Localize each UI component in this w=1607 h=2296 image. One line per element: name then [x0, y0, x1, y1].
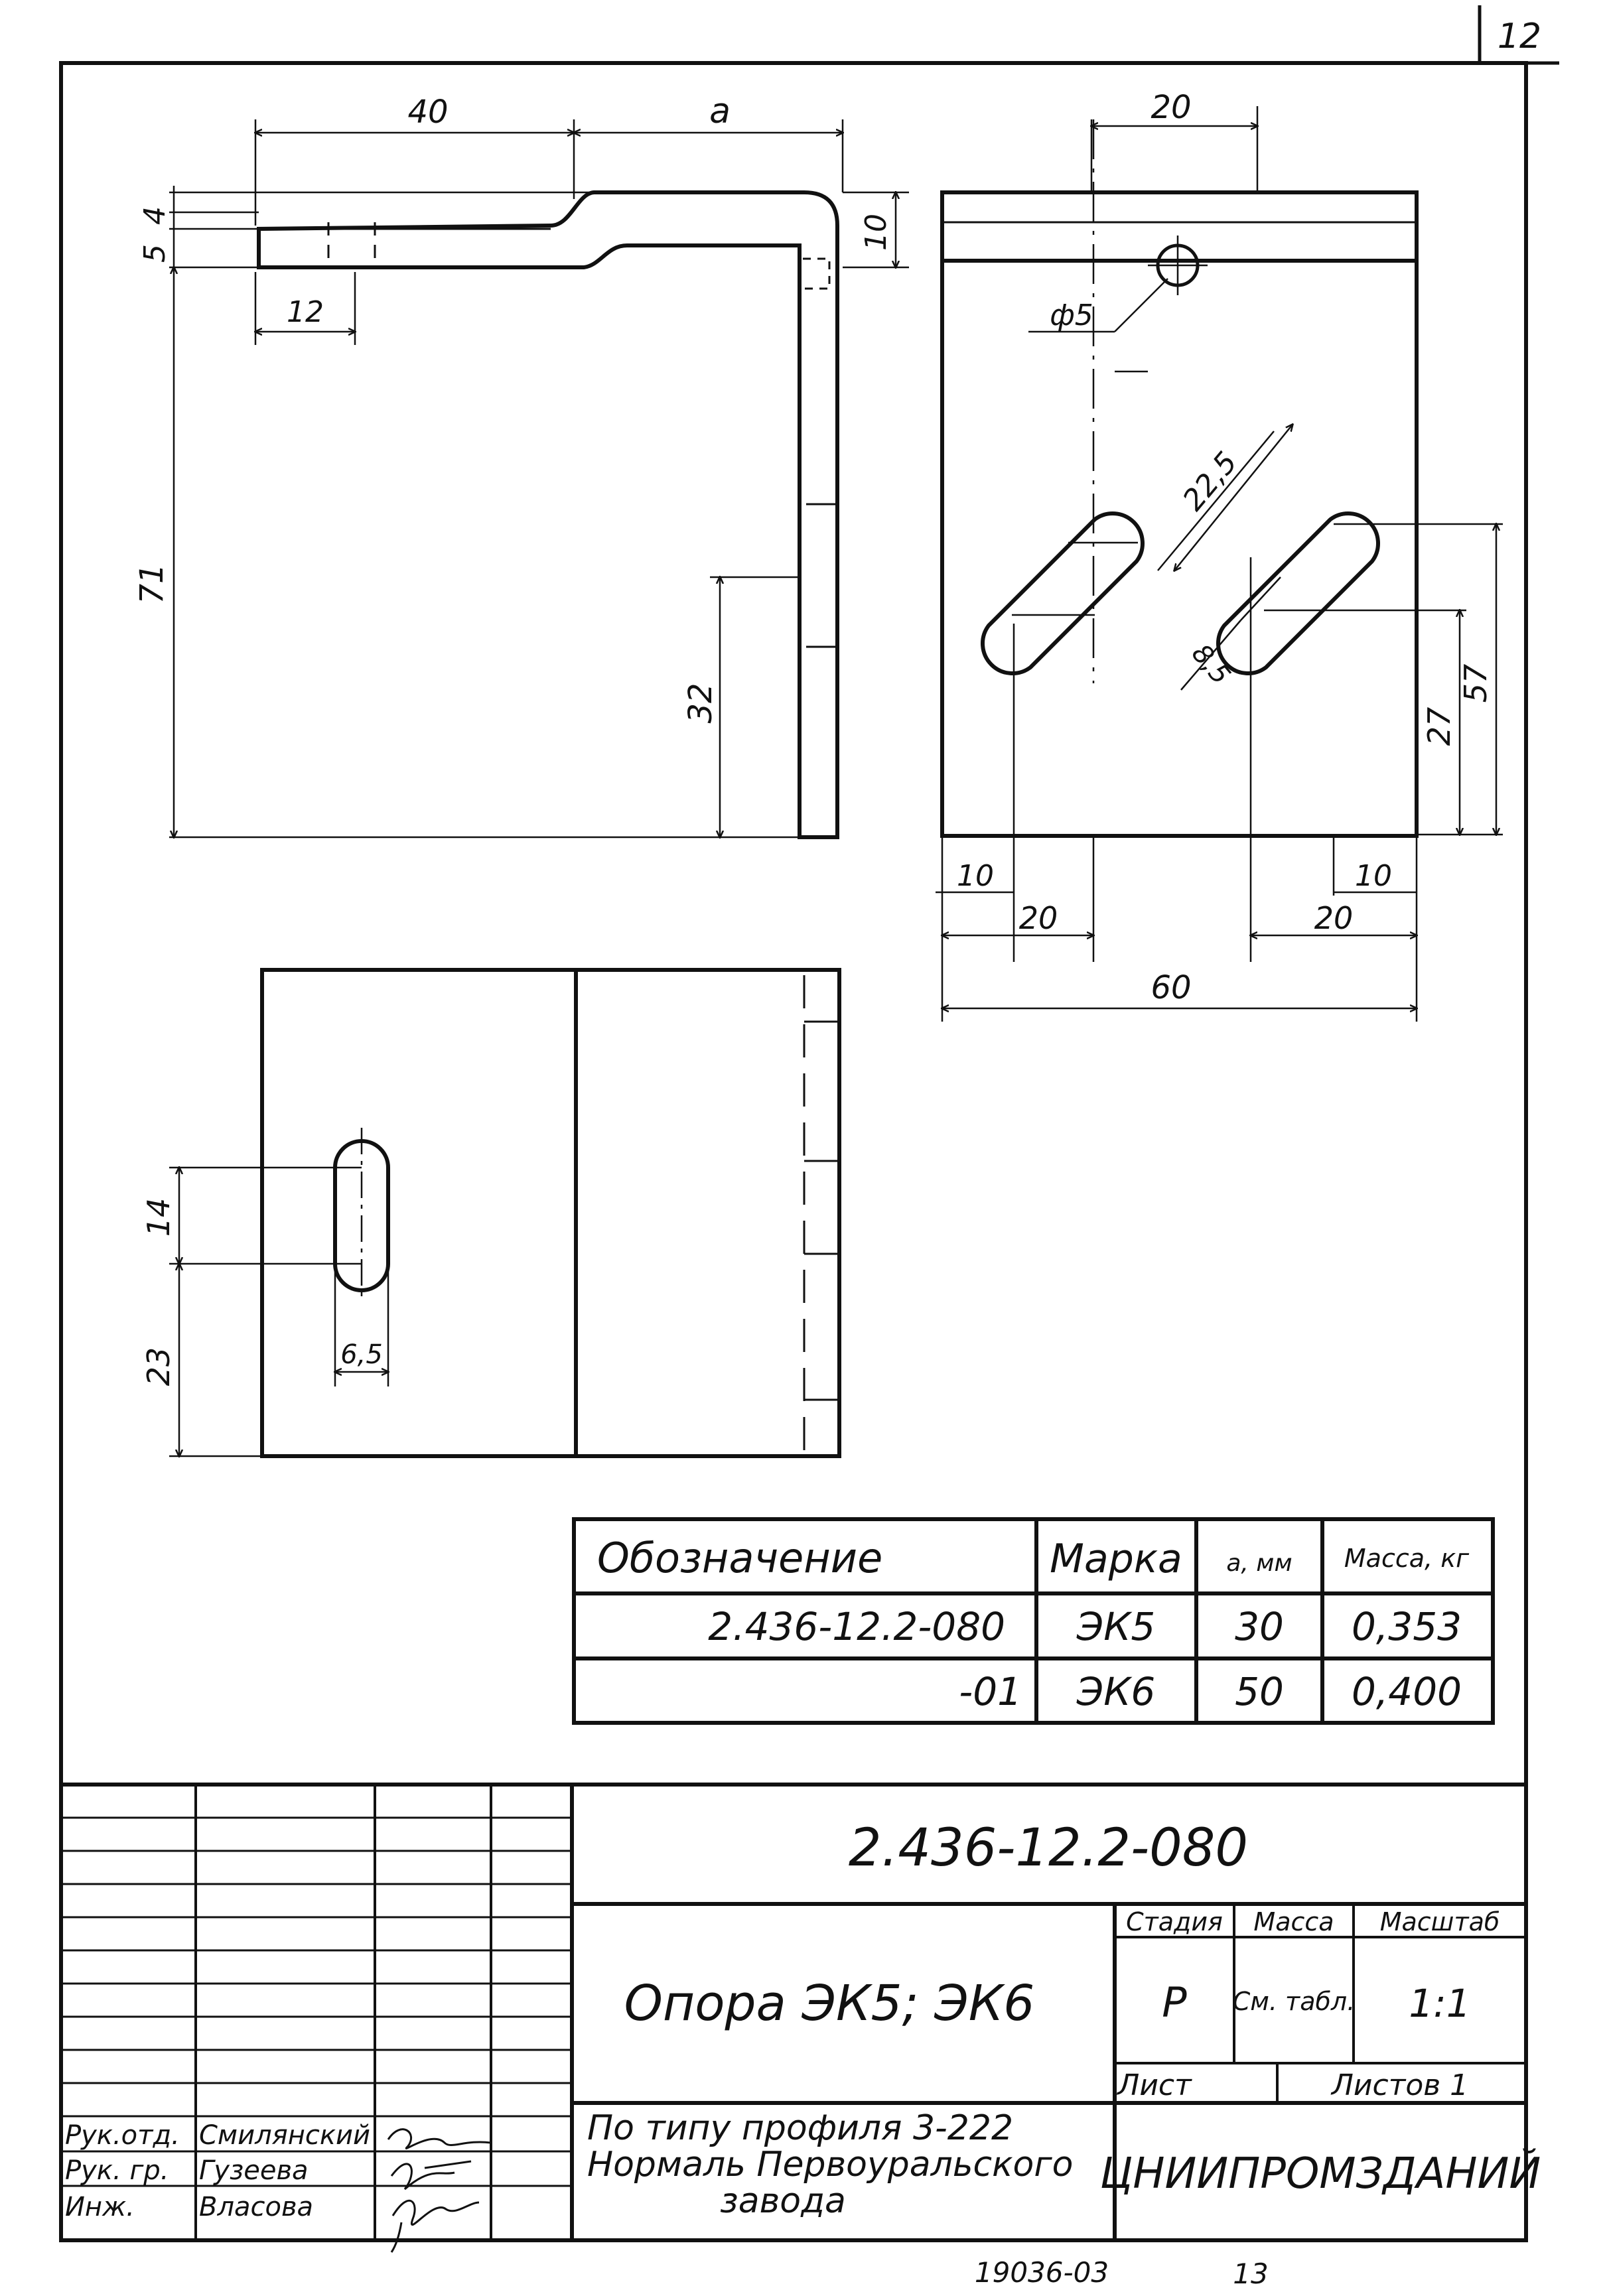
- dim-60: 60: [1151, 969, 1191, 1006]
- spec-row2-mass: 0,400: [1352, 1669, 1462, 1714]
- dim-20-right: 20: [1314, 900, 1354, 936]
- spec-row2-mark: ЭК6: [1076, 1669, 1156, 1714]
- spec-row1-mark: ЭК5: [1076, 1604, 1156, 1649]
- dim-10-left: 10: [957, 859, 994, 893]
- spec-row2-designation: -01: [959, 1669, 1022, 1714]
- title-block: [61, 1783, 1526, 2253]
- dim-4: 4: [138, 206, 172, 225]
- front-view-outline: [940, 190, 1419, 838]
- staff-name-3: Власова: [199, 2192, 313, 2222]
- slot-vertical: [333, 1139, 390, 1292]
- spec-row1-a: 30: [1235, 1604, 1284, 1649]
- organization: ЦНИИПРОМЗДАНИЙ: [1100, 2148, 1541, 2198]
- spec-header-designation: Обозначение: [597, 1534, 882, 1582]
- scale-value: 1:1: [1409, 1981, 1470, 2026]
- note-line-2: Нормаль Первоуральского: [587, 2145, 1073, 2185]
- title-code: 2.436-12.2-080: [849, 1818, 1248, 1878]
- dim-22-5: 22,5: [1176, 446, 1244, 517]
- signature-3: [390, 2199, 480, 2253]
- spec-table: [572, 1517, 1495, 1725]
- dim-40: 40: [407, 94, 448, 131]
- spec-row1-mass: 0,353: [1352, 1604, 1462, 1649]
- staff-role-3: Инж.: [65, 2192, 135, 2222]
- staff-name-2: Гузеева: [199, 2155, 309, 2186]
- title-name: Опора ЭК5; ЭК6: [624, 1975, 1035, 2032]
- scale-label: Масштаб: [1380, 1907, 1500, 1936]
- spec-row1-designation: 2.436-12.2-080: [708, 1604, 1005, 1649]
- stage-value: Р: [1162, 1978, 1187, 2027]
- dim-57: 57: [1458, 664, 1494, 703]
- dim-5: 5: [138, 244, 172, 263]
- dim-32: 32: [682, 683, 719, 723]
- signature-1: [387, 2128, 492, 2149]
- dim-12: 12: [287, 295, 324, 329]
- spec-header-mass: Масса, кг: [1344, 1544, 1470, 1573]
- dim-6-5: 6,5: [340, 1339, 383, 1370]
- top-view-outline: [260, 968, 841, 1458]
- mass-label: Масса: [1253, 1907, 1334, 1936]
- slot-right: [1216, 511, 1380, 675]
- dim-20-left: 20: [1019, 900, 1058, 936]
- note-line-3: завода: [720, 2181, 846, 2221]
- dim-14: 14: [141, 1198, 176, 1237]
- stage-label: Стадия: [1126, 1907, 1223, 1936]
- spec-row2-a: 50: [1235, 1669, 1284, 1714]
- staff-role-1: Рук.отд.: [65, 2120, 180, 2151]
- dim-phi5: ф5: [1050, 299, 1093, 332]
- dim-10-right: 10: [1355, 859, 1392, 893]
- mass-value: См. табл.: [1233, 1987, 1356, 2016]
- note-line-1: По типу профиля 3-222: [587, 2108, 1013, 2148]
- dim-20-top: 20: [1151, 89, 1191, 126]
- dim-8-5: 8,5: [1186, 638, 1236, 690]
- front-view: [936, 106, 1503, 1022]
- sheet-frame: [59, 5, 1559, 2242]
- dim-23: 23: [141, 1347, 176, 1386]
- sheet-label: Лист: [1116, 2068, 1192, 2102]
- side-view-outline: [257, 190, 839, 839]
- staff-role-2: Рук. гр.: [65, 2155, 169, 2186]
- staff-name-1: Смилянский: [199, 2120, 370, 2151]
- top-view: [169, 968, 841, 1458]
- sheets-label: Листов 1: [1330, 2068, 1468, 2102]
- dim-27: 27: [1421, 707, 1457, 746]
- dim-10: 10: [859, 214, 893, 251]
- dim-71: 71: [133, 563, 171, 604]
- dim-a: a: [709, 92, 731, 131]
- spec-header-a: a, мм: [1226, 1550, 1292, 1577]
- sheet-number: 12: [1498, 17, 1541, 56]
- page-number: 13: [1233, 2258, 1268, 2290]
- side-view: [169, 119, 909, 839]
- slot-left: [981, 511, 1145, 675]
- spec-header-mark: Марка: [1050, 1536, 1182, 1582]
- signature-2: [390, 2160, 472, 2191]
- inventory-number: 19036-03: [975, 2256, 1109, 2289]
